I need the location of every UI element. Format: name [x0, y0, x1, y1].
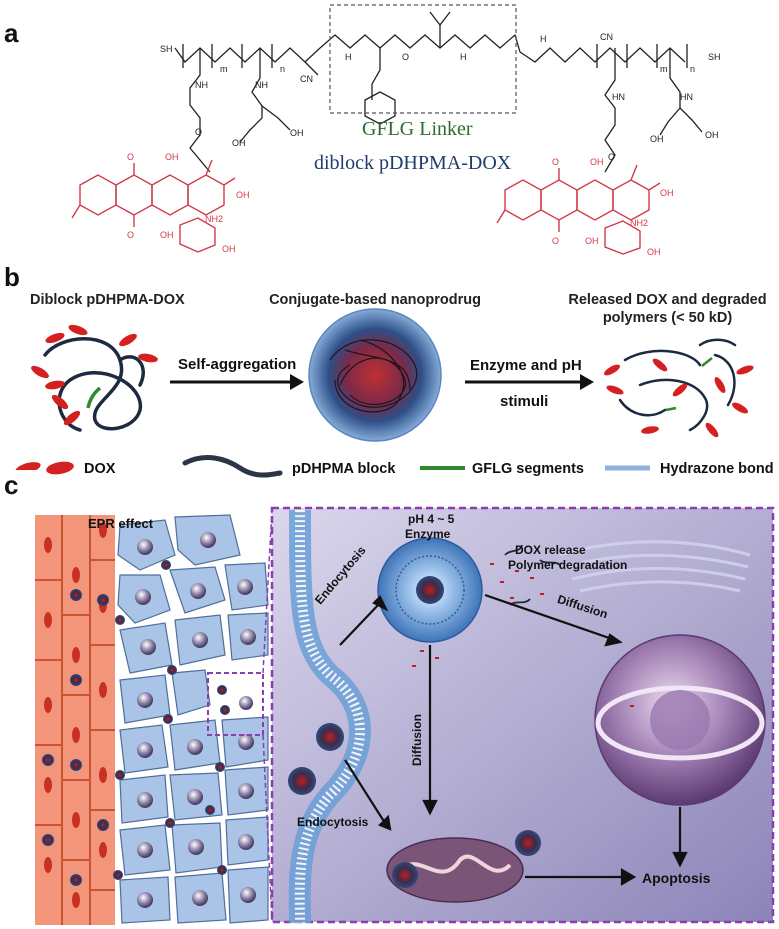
chemical-structure: SH m n CN NH O NH OH OH H O H H CN m n S… [71, 4, 721, 255]
atom-label: O [608, 152, 615, 162]
blood-vessel [35, 515, 115, 925]
polymer-label: diblock pDHPMA-DOX [314, 152, 512, 174]
atom-label: NH2 [205, 214, 223, 224]
legend-dox-label: DOX [84, 461, 116, 477]
atom-label: HN [680, 92, 693, 102]
atom-label: NH2 [630, 218, 648, 228]
dox-release-label: DOX release [515, 543, 586, 557]
nanoprodrug [308, 308, 442, 442]
panel-letter-b: b [4, 262, 20, 292]
atom-label: HN [612, 92, 625, 102]
legend-pdhpma-icon [182, 455, 283, 478]
apoptosis-label: Apoptosis [642, 870, 711, 886]
atom-label: H [460, 52, 467, 62]
atom-label: OH [650, 134, 664, 144]
polymer-coil [43, 337, 145, 432]
atom-label: O [552, 157, 559, 167]
atom-label: OH [705, 130, 719, 140]
released-dox [604, 358, 754, 438]
atom-label: OH [165, 152, 179, 162]
atom-label: OH [160, 230, 174, 240]
atom-label: O [195, 127, 202, 137]
atom-label: O [127, 152, 134, 162]
atom-label: OH [290, 128, 304, 138]
atom-label: OH [590, 157, 604, 167]
atom-label: m [660, 64, 668, 74]
tumor-cells [117, 514, 269, 924]
atom-label: O [127, 230, 134, 240]
degraded-polymers [618, 338, 737, 432]
atom-label: OH [647, 247, 661, 255]
atom-label: CN [600, 32, 613, 42]
panel-b-graphic [15, 308, 754, 470]
b-right-title-2: polymers (< 50 kD) [602, 310, 733, 326]
b-mid-title: Conjugate-based nanoprodrug [269, 292, 481, 308]
legend-graphics [46, 455, 650, 478]
atom-label: NH [255, 80, 268, 90]
enzyme-label: Enzyme [405, 527, 451, 541]
panel-c-graphic [35, 506, 775, 925]
enzyme-ph-label-2: stimuli [500, 393, 549, 410]
b-right-title-1: Released DOX and degraded [568, 292, 767, 308]
epr-effect-label: EPR effect [88, 516, 154, 531]
atom-label: SH [160, 44, 173, 54]
atom-label: OH [660, 188, 674, 198]
atom-label: O [402, 52, 409, 62]
atom-label: SH [708, 52, 721, 62]
gflg-fragments [665, 357, 713, 412]
atom-label: H [540, 34, 547, 44]
atom-label: n [280, 64, 285, 74]
golgi [559, 540, 751, 593]
legend-gflg-label: GFLG segments [472, 461, 584, 477]
atom-label: OH [236, 190, 250, 200]
atom-label: m [220, 64, 228, 74]
mitochondrion [386, 837, 524, 903]
atom-label: OH [585, 236, 599, 246]
tissue-nanoparticles [113, 560, 227, 880]
cell-nuclei [135, 532, 256, 908]
legend-dox-icon [46, 461, 74, 475]
legend-hydrazone-label: Hydrazone bond [660, 461, 774, 477]
panel-letter-a: a [4, 18, 19, 48]
b-left-title: Diblock pDHPMA-DOX [30, 292, 185, 308]
atom-label: OH [232, 138, 246, 148]
atom-label: OH [222, 244, 236, 254]
gflg-linker-label: GFLG Linker [362, 118, 473, 140]
dox-molecules [31, 324, 158, 426]
self-aggregation-label: Self-aggregation [178, 356, 297, 373]
atom-label: O [552, 236, 559, 246]
atom-label: CN [300, 74, 313, 84]
enzyme-ph-label-1: Enzyme and pH [470, 357, 582, 374]
atom-label: NH [195, 80, 208, 90]
legend-pdhpma-label: pDHPMA block [292, 461, 396, 477]
diffusion-label-2: Diffusion [410, 714, 424, 766]
endocytosis-label-2: Endocytosis [297, 815, 369, 829]
atom-label: n [690, 64, 695, 74]
atom-label: H [345, 52, 352, 62]
panel-letter-c: c [4, 470, 19, 500]
ph-label: pH 4 ~ 5 [408, 512, 455, 526]
polymer-degradation-label: Polymer degradation [508, 558, 628, 572]
